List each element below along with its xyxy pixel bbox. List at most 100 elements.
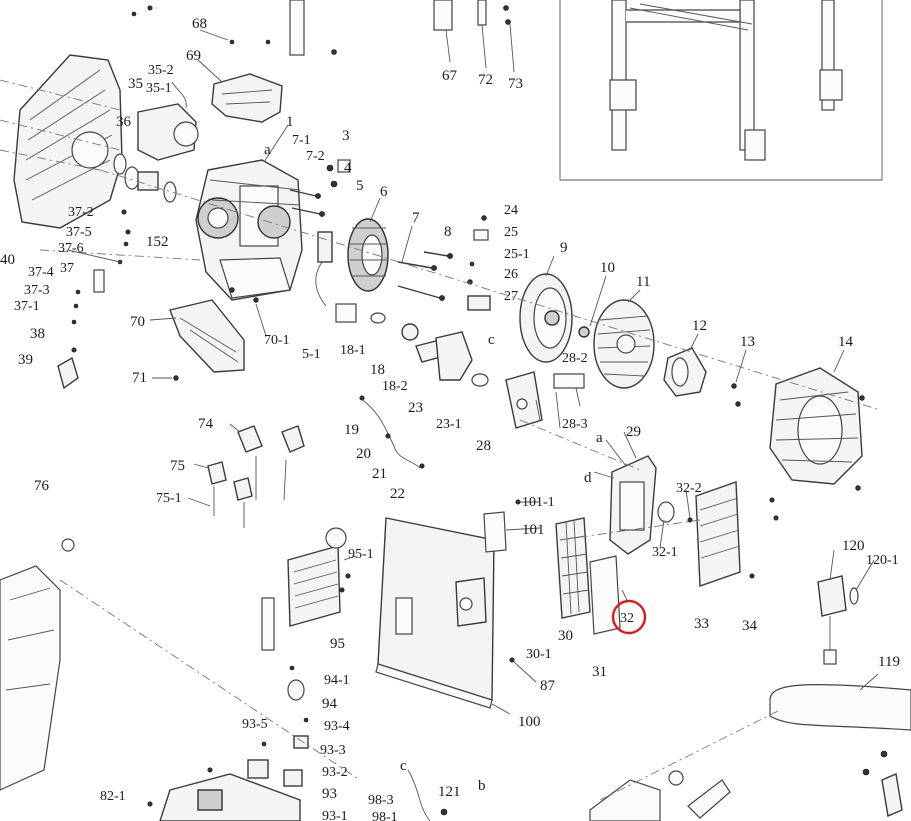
- label-5-1: 5-1: [302, 347, 321, 362]
- label-18-1: 18-1: [340, 343, 366, 358]
- left-cover-40: [0, 54, 123, 229]
- lower-left-frame: [0, 565, 61, 791]
- ring-76: [61, 538, 75, 552]
- label-75: 75: [170, 458, 185, 474]
- label-28: 28: [476, 438, 491, 454]
- label-37: 37: [60, 261, 74, 276]
- screws-73: [503, 5, 515, 73]
- label-94: 94: [322, 696, 338, 712]
- label-18: 18: [370, 362, 385, 378]
- label-33: 33: [694, 616, 709, 632]
- label-93-4: 93-4: [324, 719, 350, 734]
- bolts-8: [423, 251, 453, 259]
- label-32: 32: [620, 611, 634, 626]
- air-box-28: [505, 371, 585, 429]
- label-121: 121: [438, 784, 461, 800]
- rotor-9: [519, 273, 573, 363]
- bracket-67: [433, 0, 453, 63]
- label-13: 13: [740, 334, 755, 350]
- screws-34: [749, 497, 779, 579]
- fan-cover-14: [769, 367, 865, 491]
- label-3: 3: [342, 128, 350, 144]
- cylinder-cover-69: [211, 39, 283, 123]
- label-67: 67: [442, 68, 458, 84]
- filter-element-31: [589, 555, 621, 635]
- label-68: 68: [192, 16, 207, 32]
- label-73: 73: [508, 76, 523, 92]
- filter-frame-30: [555, 517, 591, 619]
- label-38: 38: [30, 326, 45, 342]
- label-c: c: [488, 332, 495, 348]
- base-82: [147, 767, 301, 821]
- label-120-1: 120-1: [866, 553, 899, 568]
- ignition-coil-5: [315, 231, 333, 307]
- label-37-3: 37-3: [24, 283, 50, 298]
- label-71: 71: [132, 370, 147, 386]
- bracket-72: [477, 0, 487, 69]
- label-32-2: 32-2: [676, 481, 702, 496]
- parts-32-1-32-2: [657, 501, 693, 523]
- screw-71: [173, 375, 179, 381]
- assembly-centerlines: [39, 169, 881, 801]
- label-26: 26: [504, 267, 518, 282]
- bolts-7: [397, 261, 445, 301]
- label-9: 9: [560, 240, 568, 256]
- label-98-1: 98-1: [372, 810, 398, 821]
- screw-87: [509, 657, 515, 663]
- label-36: 36: [116, 114, 132, 130]
- label-b: b: [478, 778, 486, 794]
- hub-12: [663, 347, 707, 397]
- bolt-group-37: [57, 209, 131, 390]
- label-27: 27: [504, 289, 518, 304]
- label-a: a: [264, 142, 271, 158]
- label-11: 11: [636, 274, 650, 290]
- label-19: 19: [344, 422, 359, 438]
- label-72: 72: [478, 72, 493, 88]
- label-37-4: 37-4: [28, 265, 54, 280]
- brackets-74-75: [207, 425, 305, 528]
- handle-119: [769, 683, 911, 817]
- label-119: 119: [878, 654, 900, 670]
- label-70: 70: [130, 314, 145, 330]
- starter-motor-35: [137, 81, 199, 161]
- label-29: 29: [626, 424, 641, 440]
- label-35: 35: [128, 76, 143, 92]
- label-23-1: 23-1: [436, 417, 462, 432]
- label-7-2: 7-2: [306, 149, 325, 164]
- part-labels: 68 69 67 72 73 35-2 35 35-1 36 1 7-1 7-2…: [0, 16, 900, 821]
- label-82-1: 82-1: [100, 789, 126, 804]
- screws-13: [731, 383, 741, 407]
- label-25: 25: [504, 225, 518, 240]
- bolts-7-1: [289, 159, 351, 217]
- label-37-1: 37-1: [14, 299, 40, 314]
- label-70-1: 70-1: [264, 333, 290, 348]
- label-100: 100: [518, 714, 541, 730]
- label-34: 34: [742, 618, 758, 634]
- label-5: 5: [356, 178, 364, 194]
- label-8: 8: [444, 224, 452, 240]
- label-22: 22: [390, 486, 405, 502]
- label-20: 20: [356, 446, 371, 462]
- label-30-1: 30-1: [526, 647, 552, 662]
- label-101-1: 101-1: [522, 495, 555, 510]
- control-panel-100: [375, 517, 495, 709]
- label-76: 76: [34, 478, 50, 494]
- label-25-1: 25-1: [504, 247, 530, 262]
- label-35-2: 35-2: [148, 63, 174, 78]
- bracket-68: [131, 0, 337, 56]
- small-parts-24-27: [467, 215, 491, 311]
- label-40: 40: [0, 252, 15, 268]
- label-a-2: a: [596, 430, 603, 446]
- label-69: 69: [186, 48, 201, 64]
- part-32-highlight: [611, 599, 647, 635]
- label-39: 39: [18, 352, 33, 368]
- label-93-3: 93-3: [320, 743, 346, 758]
- label-35-1: 35-1: [146, 81, 172, 96]
- label-12: 12: [692, 318, 707, 334]
- part-120: [817, 575, 859, 665]
- frame-assembly: [559, 0, 883, 181]
- label-87: 87: [540, 678, 556, 694]
- label-75-1: 75-1: [156, 491, 182, 506]
- label-28-2: 28-2: [562, 351, 588, 366]
